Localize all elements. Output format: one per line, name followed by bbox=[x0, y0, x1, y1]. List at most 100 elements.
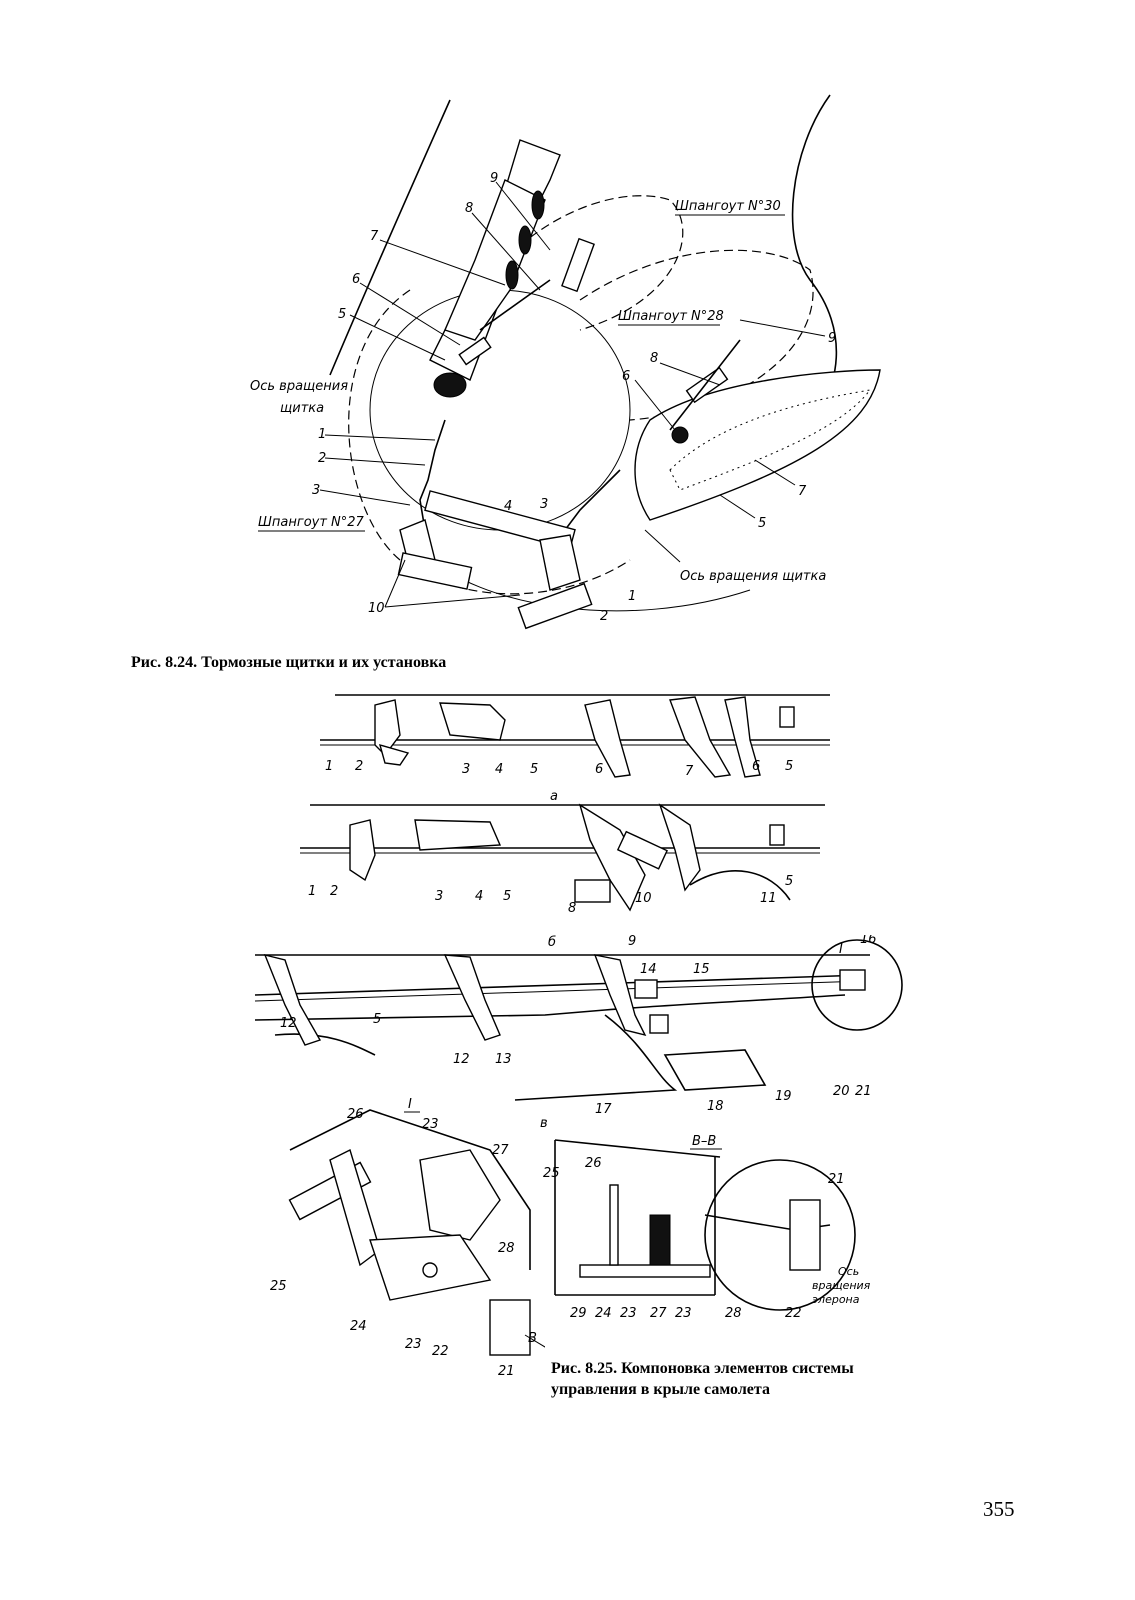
leader-9-right bbox=[739, 319, 826, 337]
control-rod-line bbox=[254, 980, 866, 1002]
callout-number: 7 bbox=[685, 764, 694, 779]
leader-10-left-b bbox=[384, 594, 521, 608]
callout-number: 4 bbox=[504, 499, 512, 514]
figure-8-25-caption: Рис. 8.25. Компоновка элементов системы … bbox=[551, 1358, 911, 1400]
callout-number: 11 bbox=[760, 891, 777, 906]
flap-lightening-hole bbox=[531, 190, 545, 220]
callout-number: 23 bbox=[620, 1306, 637, 1321]
section-arrow-B bbox=[524, 1334, 545, 1348]
spar-bracket bbox=[593, 954, 647, 1037]
callout-number: 13 bbox=[495, 1052, 512, 1067]
cross-shaft bbox=[424, 490, 576, 550]
callout-number: 5 bbox=[503, 889, 511, 904]
leader-8-right bbox=[659, 362, 721, 386]
callout-number: 14 bbox=[640, 962, 657, 977]
label-aileron-axis-line1: Ось bbox=[838, 1265, 859, 1278]
callout-number: 8 bbox=[465, 201, 473, 216]
leader-1-left bbox=[324, 434, 436, 441]
figure-8-25-caption-line2: управления в крыле самолета bbox=[551, 1381, 770, 1398]
right-brake-flap bbox=[634, 369, 881, 521]
callout-number: 23 bbox=[405, 1337, 422, 1352]
callout-number: 6 bbox=[752, 759, 760, 774]
section-title: В–В bbox=[692, 1134, 716, 1149]
callout-number: 3 bbox=[540, 497, 548, 512]
leader-axis-right bbox=[644, 529, 681, 563]
figure-8-25-view-a: 1 2 3 4 5 6 7 6 5 а bbox=[320, 694, 830, 804]
label-frame-27: Шпангоут N°27 bbox=[258, 515, 365, 530]
view-letter-b: б bbox=[548, 935, 557, 950]
label-aileron-axis-line2: вращения bbox=[812, 1279, 871, 1292]
right-support-bracket bbox=[517, 582, 593, 630]
view-letter-a: а bbox=[550, 789, 558, 804]
callout-number: 20 bbox=[833, 1084, 850, 1099]
control-rod bbox=[609, 1184, 619, 1266]
label-axis-left-line2: щитка bbox=[280, 401, 324, 416]
fitting-14 bbox=[634, 979, 658, 999]
callout-number: 9 bbox=[628, 934, 636, 949]
detail-gusset-27 bbox=[419, 1149, 501, 1241]
detail-I-circle bbox=[811, 939, 903, 1031]
leader-6-right bbox=[634, 379, 676, 431]
spoiler-quadrant bbox=[578, 803, 646, 912]
label-frame-30: Шпангоут N°30 bbox=[675, 199, 781, 214]
callout-number: I bbox=[839, 942, 843, 957]
callout-number: 4 bbox=[475, 889, 483, 904]
leader-9-left bbox=[495, 181, 551, 251]
right-bellcrank bbox=[539, 534, 581, 591]
right-flap-actuator-rod bbox=[669, 339, 741, 431]
callout-number: 15 bbox=[693, 962, 710, 977]
callout-number: 1 bbox=[325, 759, 333, 774]
wing-trailing-contour bbox=[514, 1014, 678, 1101]
aileron-hinge-fitting bbox=[789, 1199, 821, 1271]
mount-bracket-8 bbox=[574, 879, 611, 903]
callout-number: 12 bbox=[280, 1016, 297, 1031]
callout-number: 10 bbox=[368, 601, 385, 616]
frame-27-outline bbox=[348, 289, 631, 595]
callout-number: 24 bbox=[595, 1306, 612, 1321]
callout-number: 1 bbox=[318, 427, 326, 442]
callout-number: 2 bbox=[355, 759, 363, 774]
callout-number: 23 bbox=[422, 1117, 439, 1132]
callout-number: 9 bbox=[828, 331, 836, 346]
bellcrank-arm bbox=[378, 743, 410, 766]
callout-number: 24 bbox=[350, 1319, 367, 1334]
fitting-15 bbox=[649, 1014, 669, 1034]
leader-7-left bbox=[379, 239, 506, 286]
bellcrank-assembly bbox=[374, 699, 401, 757]
callout-number: 25 bbox=[270, 1279, 287, 1294]
figure-8-25-caption-line1: Рис. 8.25. Компоновка элементов системы bbox=[551, 1360, 854, 1377]
callout-number: 5 bbox=[373, 1012, 381, 1027]
callout-number: 26 bbox=[585, 1156, 602, 1171]
left-flap-hinge-fitting bbox=[433, 372, 467, 398]
callout-number: 2 bbox=[600, 609, 608, 624]
fuselage-contour-left bbox=[329, 99, 451, 376]
wing-root-contour bbox=[274, 1033, 376, 1056]
hinge-bracket bbox=[669, 696, 732, 778]
callout-number: 27 bbox=[650, 1306, 667, 1321]
detail-structure-outline bbox=[289, 1109, 531, 1270]
hinge-bracket bbox=[584, 699, 631, 778]
callout-number: 5 bbox=[785, 759, 793, 774]
actuator-cylinder bbox=[616, 830, 669, 870]
control-shaft bbox=[579, 1264, 711, 1278]
page-number: 355 bbox=[983, 1497, 1015, 1521]
callout-number: 6 bbox=[595, 762, 603, 777]
detail-pivot bbox=[422, 1262, 438, 1278]
left-support-bracket bbox=[397, 552, 473, 590]
end-fitting bbox=[779, 706, 795, 728]
callout-number: 17 bbox=[595, 1102, 612, 1117]
callout-number: 2 bbox=[330, 884, 338, 899]
rocker-assembly bbox=[439, 702, 506, 741]
leader-5-right bbox=[719, 494, 756, 519]
left-linkage-rod bbox=[419, 419, 446, 531]
callout-number: 3 bbox=[312, 483, 320, 498]
callout-number: 3 bbox=[462, 762, 470, 777]
callout-number: 22 bbox=[785, 1306, 802, 1321]
callout-number: 1 bbox=[628, 589, 636, 604]
leader-8-left bbox=[471, 212, 541, 291]
callout-number: 21 bbox=[828, 1172, 845, 1187]
callout-number: 3 bbox=[435, 889, 443, 904]
leader-3-left bbox=[319, 489, 411, 506]
callout-number: 5 bbox=[338, 307, 346, 322]
figure-8-25-detail-I: I 26 23 27 28 25 24 23 22 21 В bbox=[270, 1097, 545, 1379]
